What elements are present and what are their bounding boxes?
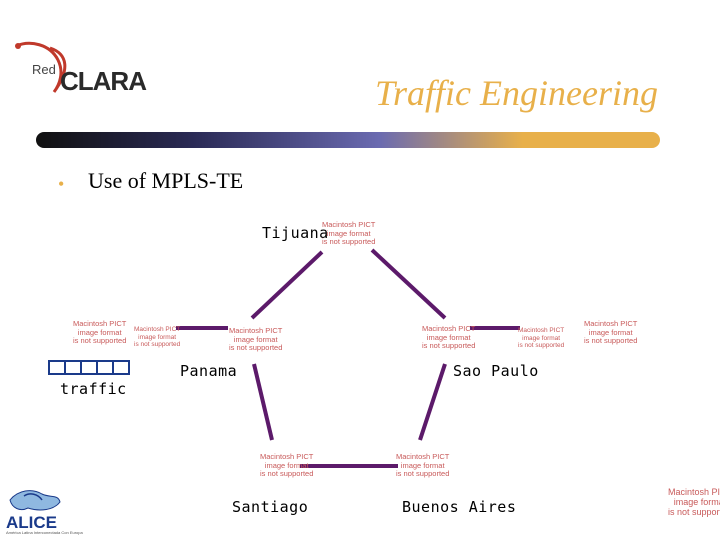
traffic-packets [48, 360, 132, 376]
bullet-text: Use of MPLS-TE [88, 168, 244, 193]
title-divider-bar [36, 132, 660, 148]
node-label-panama: Panama [180, 362, 238, 380]
alice-logo: ALICE América Latina Interconectada Con … [4, 486, 83, 536]
node-label-tijuana: Tijuana [262, 224, 329, 242]
logo-clara-text: CLARA [60, 66, 147, 96]
node-label-buenos-aires: Buenos Aires [402, 498, 517, 516]
redclara-logo: Red CLARA [10, 40, 147, 110]
node-label-sao-paulo: Sao Paulo [453, 362, 539, 380]
traffic-label: traffic [60, 380, 127, 398]
link-tijuana-panama [250, 250, 324, 320]
alice-text: ALICE [6, 513, 57, 532]
bullet-icon: • [58, 174, 65, 194]
link-saopaulo-buenosaires [418, 363, 447, 441]
slide-title: Traffic Engineering [375, 73, 658, 113]
node-label-santiago: Santiago [232, 498, 309, 516]
link-panama-santiago [252, 363, 274, 441]
link-tijuana-saopaulo [370, 248, 447, 320]
logo-red-text: Red [32, 62, 56, 77]
traffic-packet-square [112, 360, 130, 375]
alice-map-icon [9, 490, 61, 511]
alice-subtitle: América Latina Interconectada Con Europa [6, 530, 83, 535]
redclara-swirl [15, 41, 67, 93]
